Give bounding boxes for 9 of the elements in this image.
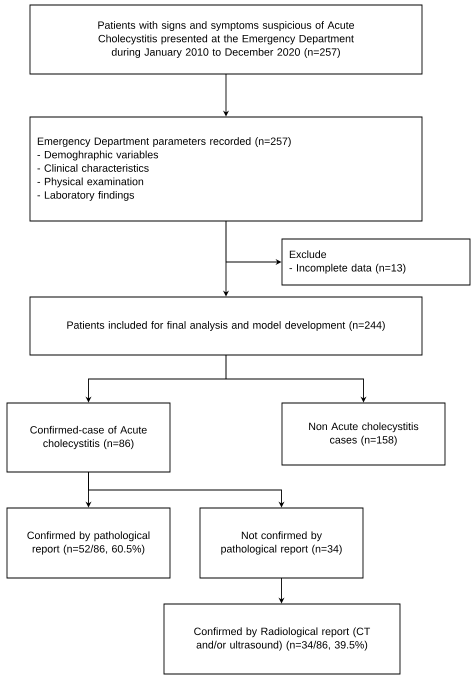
process-box: Emergency Department parameters recorded (n=257) - Demoghraphic variables - Clinical characteristics - Physical examination - Laboratory findings [30, 116, 422, 222]
process-box: Confirmed by Radiological report (CT and/or ultrasound) (n=34/86, 39.5%) [164, 604, 400, 674]
process-box: Patients with signs and symptoms suspicious of Acute Cholecystitis presented at the Emergency Department during January 2010 to December 2020 (n=257) [30, 4, 422, 74]
process-box: Confirmed-case of Acute cholecystitis (n=86) [6, 402, 170, 472]
process-box: Confirmed by pathological report (n=52/86, 60.5%) [6, 508, 170, 578]
process-box: Not confirmed by pathological report (n=34) [200, 508, 364, 578]
process-box: Patients included for final analysis and model development (n=244) [30, 296, 422, 356]
process-box: Non Acute cholecystitis cases (n=158) [282, 402, 446, 466]
exclusion-box: Exclude - Incomplete data (n=13) [282, 238, 470, 286]
